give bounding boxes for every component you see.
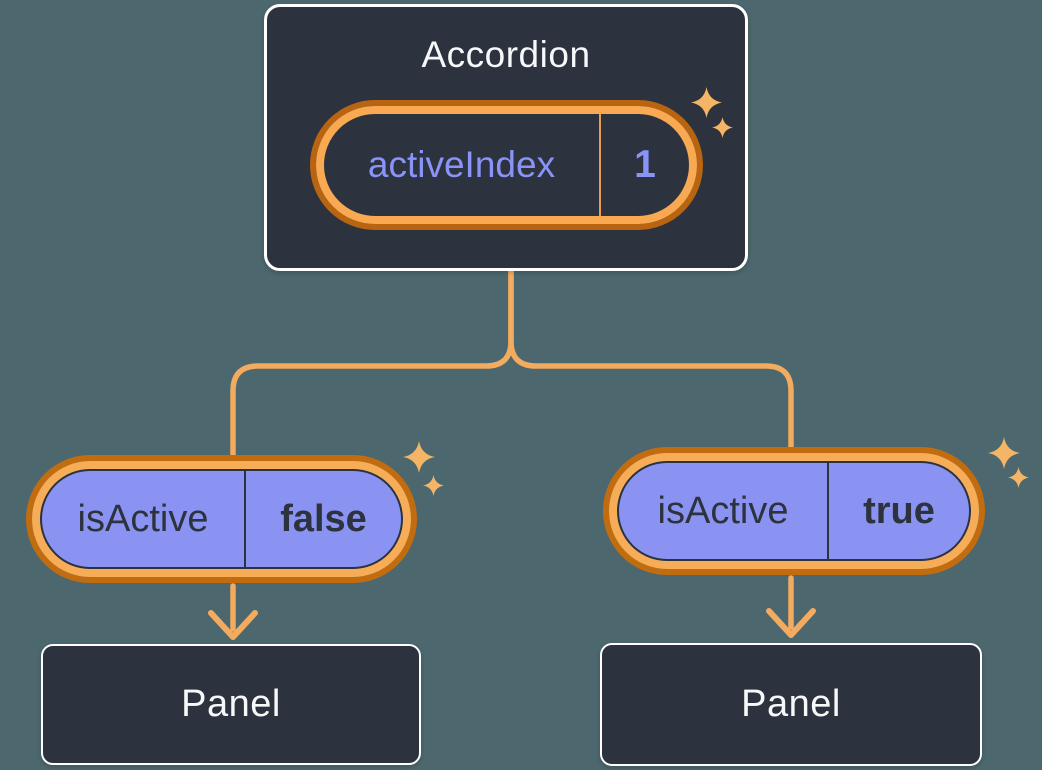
accordion-card: Accordion activeIndex 1 (264, 4, 748, 271)
arrow-left-head (208, 610, 258, 640)
sparkle-icon (712, 117, 733, 138)
panel-card-right: Panel (600, 643, 982, 766)
prop-name: isActive (619, 463, 829, 559)
panel-card-left: Panel (41, 644, 421, 765)
sparkle-icon (423, 475, 444, 496)
sparkle-icon (403, 441, 435, 473)
prop-value: false (280, 497, 367, 540)
panel-title: Panel (181, 683, 281, 725)
prop-name: isActive (42, 471, 246, 567)
arrow-right-head (766, 608, 816, 638)
prop-pill-ring: isActive false (32, 461, 411, 577)
state-pill-inner: activeIndex 1 (316, 106, 697, 224)
prop-pill-core: isActive true (617, 461, 971, 561)
panel-title: Panel (741, 683, 841, 725)
state-name: activeIndex (324, 114, 601, 216)
prop-pill-ring: isActive true (609, 453, 979, 569)
sparkle-icon (1008, 467, 1029, 488)
branch-line-left (230, 268, 514, 461)
prop-pill-core: isActive false (40, 469, 403, 569)
prop-pill-isactive-true: isActive true (603, 447, 985, 575)
prop-value: true (863, 489, 935, 532)
prop-pill-isactive-false: isActive false (26, 455, 417, 583)
sparkle-icon (988, 437, 1020, 469)
state-value: 1 (634, 143, 656, 186)
branch-line-right (508, 268, 794, 453)
accordion-title: Accordion (421, 34, 591, 75)
state-pill: activeIndex 1 (310, 100, 703, 230)
sparkle-icon (691, 87, 722, 118)
